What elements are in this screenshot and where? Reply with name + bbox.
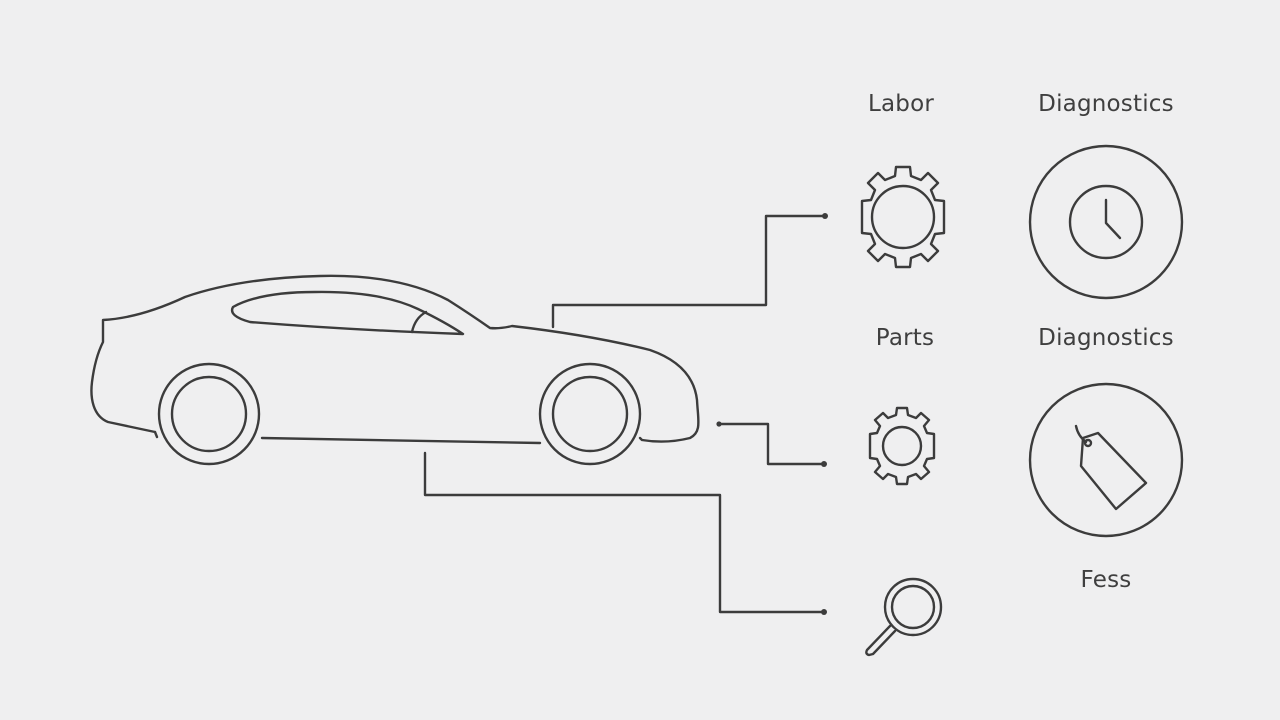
front-wheel-inner: [551, 375, 629, 453]
clock-outer-circle: [1028, 144, 1184, 300]
label-diagnostics-top: Diagnostics: [1038, 91, 1174, 117]
clock-icon: [1028, 144, 1184, 300]
gear-icon: [868, 406, 936, 486]
connector-search: [423, 451, 825, 614]
connector-search-dot: [821, 609, 827, 615]
car-outline-icon: [90, 274, 700, 466]
tag-body: [1079, 431, 1148, 511]
magnifier-lens-inner: [890, 584, 936, 630]
car-window-pillar: [410, 310, 428, 334]
label-parts: Parts: [875, 325, 935, 351]
connector-parts: [718, 422, 825, 466]
rear-wheel-inner: [170, 375, 248, 453]
label-diagnostics-mid: Diagnostics: [1038, 325, 1174, 351]
gear-icon: [860, 165, 946, 269]
car-window: [230, 290, 465, 336]
car-lower-line: [153, 430, 542, 445]
clock-hands: [1104, 198, 1122, 240]
tag-string: [1074, 424, 1088, 444]
rear-wheel-outer: [157, 362, 261, 466]
label-fees: Fess: [1080, 567, 1132, 593]
gear-large-outline: [860, 165, 946, 269]
magnifier-lens-outer: [883, 577, 943, 637]
connector-parts-dot: [821, 461, 827, 467]
tag-outer-circle: [1028, 382, 1184, 538]
gear-small-hole: [881, 425, 923, 467]
car-body: [90, 274, 700, 443]
label-labor: Labor: [867, 91, 935, 117]
front-wheel-outer: [538, 362, 642, 466]
gear-large-hole: [870, 184, 936, 250]
connector-parts-start-dot: [716, 421, 722, 427]
clock-face: [1068, 184, 1144, 260]
magnifier-handle: [865, 624, 897, 657]
price-tag-icon: [1028, 382, 1184, 538]
connector-labor-dot: [822, 213, 828, 219]
magnifying-glass-icon: [865, 577, 943, 657]
gear-small-outline: [868, 406, 936, 486]
connectors: [423, 213, 828, 615]
tag-hole: [1083, 438, 1093, 448]
connector-labor: [551, 214, 826, 329]
